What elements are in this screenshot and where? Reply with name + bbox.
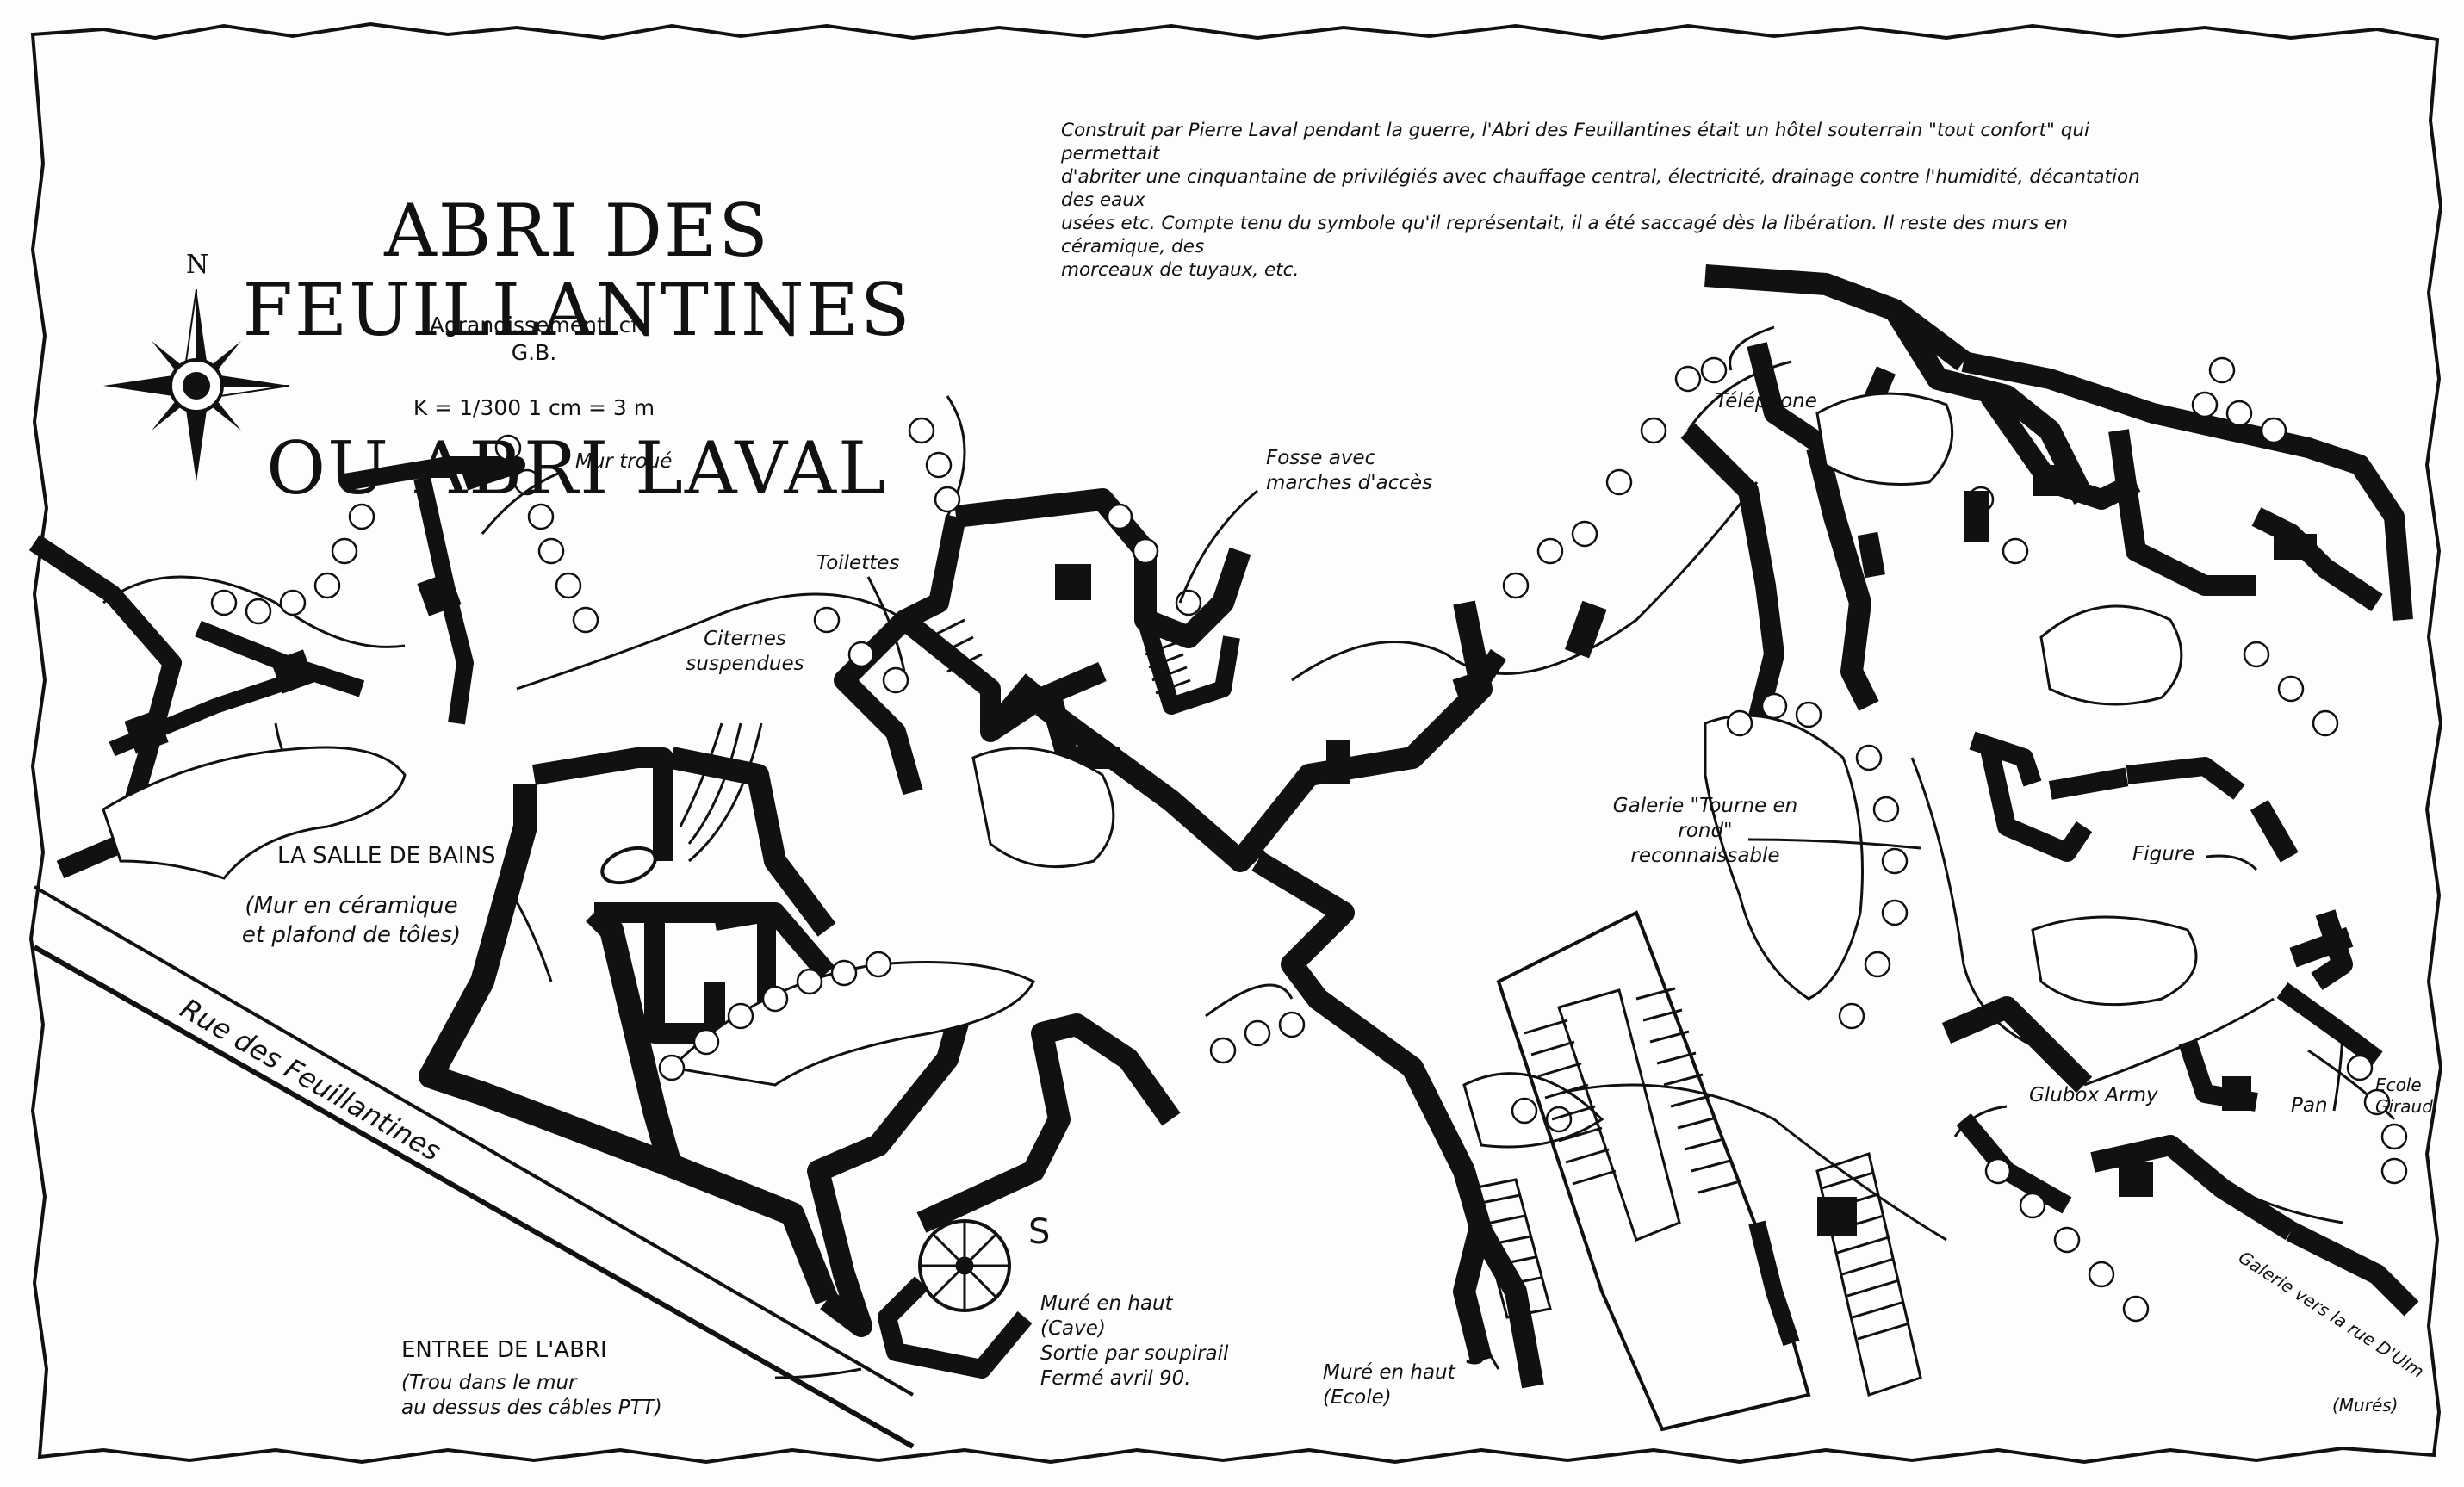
label-salle-de-bains-note: (Mur en céramique et plafond de tôles) (241, 893, 462, 948)
stair-s-right: S (1464, 1333, 1486, 1372)
label-entree: ENTREE DE L'ABRI (401, 1337, 607, 1363)
scale-block: Agrandissement. cf G.B. K = 1/300 1 cm =… (405, 284, 663, 449)
label-entree-note: (Trou dans le mur au dessus des câbles P… (401, 1372, 662, 1419)
cave-scallops (210, 356, 2408, 1323)
label-telephone: Téléphone (1716, 390, 1817, 412)
label-ecole-giraud: Ecole Giraud (2375, 1075, 2433, 1117)
staircase-block (1471, 910, 1922, 1432)
pillars (102, 392, 2198, 1149)
label-toilettes: Toilettes (816, 552, 900, 574)
label-figure: Figure (2132, 843, 2195, 865)
label-arrows (481, 325, 2344, 1379)
label-mure-ecole: Muré en haut (Ecole) (1323, 1361, 1455, 1409)
label-glubox: Glubox Army (2029, 1084, 2158, 1106)
map-border (28, 22, 2443, 1465)
intro-text: Construit par Pierre Laval pendant la gu… (1061, 120, 2140, 281)
label-citernes: Citernes suspendues (686, 628, 804, 675)
compass-north-label: N (186, 250, 209, 280)
scale-line1: Agrandissement. cf G.B. (429, 313, 639, 365)
toilettes-stalls (929, 618, 983, 673)
stair-s-left: S (1028, 1212, 1051, 1252)
map-title: ABRI DES FEUILLANTINES OU ABRI LAVAL (129, 112, 1025, 587)
label-salle-de-bains: LA SALLE DE BAINS (277, 843, 496, 869)
spiral-staircase-icon (878, 1219, 1033, 1379)
citerne-ellipse (600, 846, 657, 885)
label-mur-troue: Mur troué (575, 450, 673, 473)
wall-fragments (124, 465, 2354, 1197)
fosse-stairs (1055, 564, 1191, 695)
label-fosse: Fosse avec marches d'accès (1266, 447, 1433, 494)
label-mure-cave: Muré en haut (Cave) Sortie par soupirail… (1040, 1292, 1229, 1390)
label-galerie-tourne: Galerie "Tourne en rond" reconnaissable (1612, 795, 1798, 867)
label-pan: Pan (2291, 1094, 2328, 1117)
map-title-line1: ABRI DES FEUILLANTINES (242, 189, 912, 352)
scale-line2: K = 1/300 1 cm = 3 m (413, 395, 655, 420)
compass-rose-icon (103, 288, 290, 482)
label-mures: (Murés) (2332, 1395, 2399, 1416)
map-title-line2: OU ABRI LAVAL (266, 426, 888, 511)
rue-des-feuillantines (33, 885, 915, 1449)
